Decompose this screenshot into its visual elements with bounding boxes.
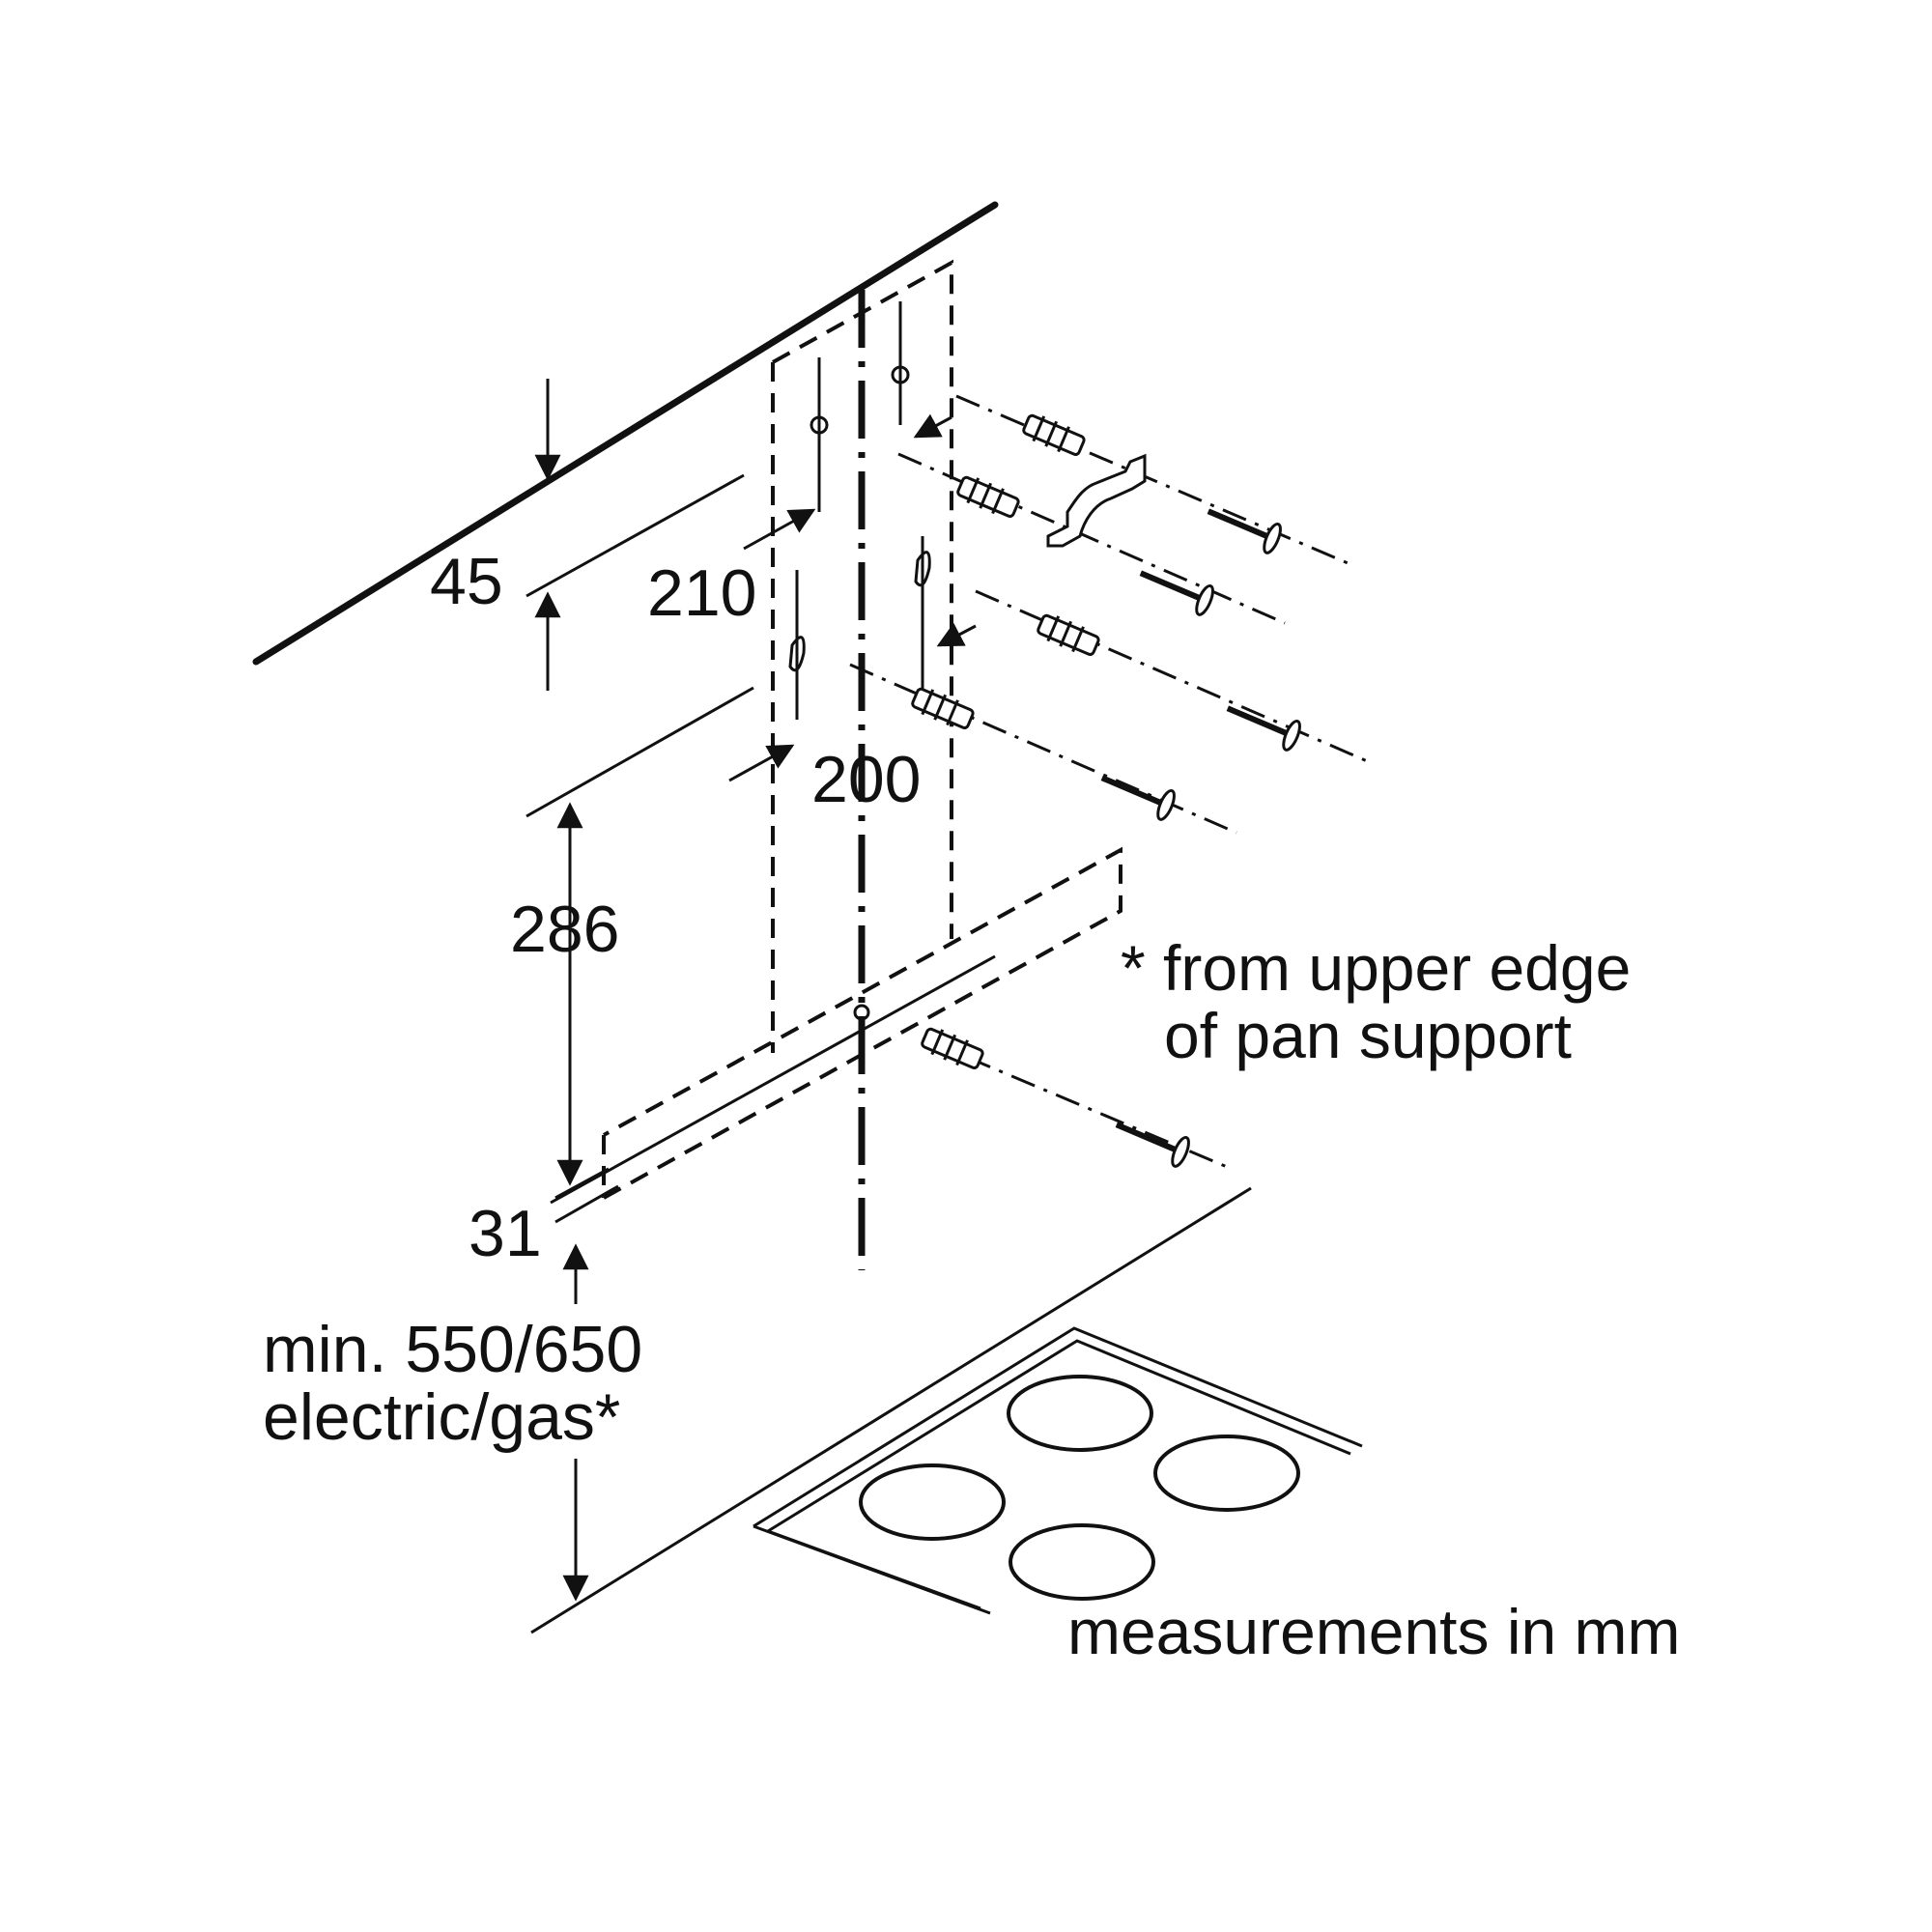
worktop-outline [530, 1186, 1363, 1634]
dimension-45: 45 [430, 545, 503, 618]
hood-front-edge [550, 954, 996, 1205]
footnote-line-1: * from upper edge [1121, 932, 1631, 1004]
burner-icon [859, 1463, 1006, 1541]
wall-plug-icons [911, 413, 1100, 1069]
hood-center-mark [853, 1004, 870, 1021]
ceiling-line [252, 201, 999, 666]
footnote-line-2: of pan support [1164, 1000, 1572, 1071]
dimension-200: 200 [811, 743, 921, 816]
burner-icon [1007, 1375, 1153, 1452]
fuel-type-label: electric/gas* [263, 1380, 620, 1454]
mounting-bracket-icon [1046, 453, 1147, 548]
burner-icon [1009, 1523, 1155, 1601]
hob-burners [859, 1375, 1300, 1601]
min-height-label: min. 550/650 [263, 1313, 642, 1386]
dimension-arrows [534, 379, 977, 1602]
screw-icons [1100, 508, 1301, 1168]
units-note: measurements in mm [1067, 1596, 1681, 1667]
dimension-31: 31 [469, 1197, 542, 1270]
screw-holes [788, 365, 931, 672]
hole-guide-lines [795, 301, 924, 720]
burner-icon [1153, 1435, 1300, 1512]
extension-lines [526, 473, 754, 1224]
dimension-210: 210 [647, 556, 756, 630]
dimension-286: 286 [510, 893, 619, 966]
hood-body-outline [602, 846, 1122, 1200]
